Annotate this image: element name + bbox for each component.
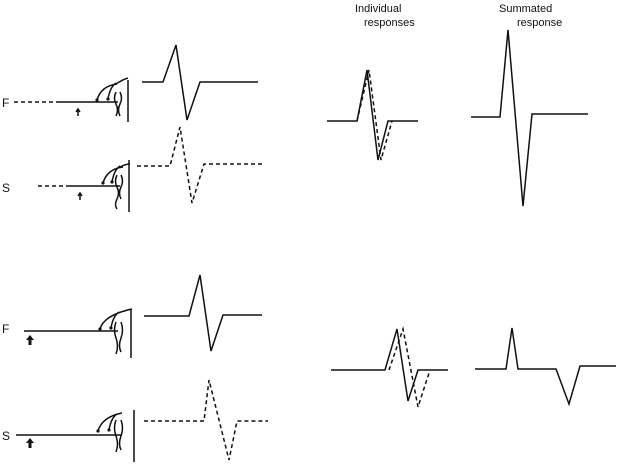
synapse [109,326,113,330]
row-label: S [2,429,10,443]
summated-wave-top [471,29,588,207]
individual-fast-wave-bottom [331,328,448,402]
solid-arrow-icon [26,335,34,345]
row-label: S [2,181,10,195]
row-top-fast: F [2,44,258,122]
row-label: F [2,96,9,110]
row-label: F [2,322,9,336]
open-arrow-icon [75,107,81,116]
muscle-fibers [113,321,124,355]
nerve-fiber [60,77,129,103]
individual-fast-wave-top [327,69,418,161]
synapse [95,98,99,102]
response-wave [144,274,262,352]
nerve-fiber [24,308,133,332]
summated-header-1: Summated [499,3,552,15]
synapse [110,180,114,184]
synapse [98,327,102,331]
individual-header-1: Individual [355,3,401,15]
synapse [96,429,100,433]
individual-slow-wave-top [356,69,393,161]
summated-header-2: response [517,17,562,29]
synapse [106,97,110,101]
open-arrow-icon [77,191,83,200]
muscle-fibers [113,91,123,117]
nerve-fiber [70,163,131,187]
individual-header-2: responses [364,17,415,29]
row-bottom-slow: S [2,379,268,462]
row-bottom-fast: F [2,274,262,358]
response-wave [144,379,268,461]
synapse [101,181,105,185]
nerve-fiber [16,412,123,436]
summated-wave-bottom [475,327,616,407]
response-wave [137,126,262,204]
muscle-fibers [113,419,124,453]
muscle-fibers [114,174,124,210]
solid-arrow-icon [26,438,34,448]
individual-slow-wave-bottom [388,326,431,408]
row-top-slow: S [2,126,262,212]
response-wave [142,44,258,121]
synapse [107,428,111,432]
